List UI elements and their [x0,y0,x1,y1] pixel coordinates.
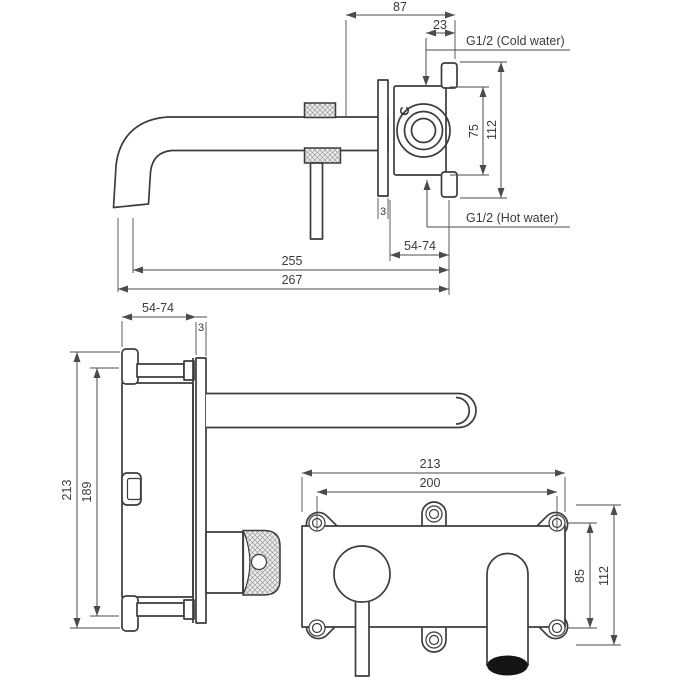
spout-front [486,552,529,666]
dim-87-label: 87 [393,0,407,14]
valve-mark-label: C [397,106,412,116]
handle-knurl-upper [303,102,337,119]
mount-tab-top [121,348,139,385]
fixing-cap-bottom [183,599,195,620]
handle-lever [309,162,324,240]
view-box-side: 54-74 3 213 189 [60,301,477,632]
fixing-cap-top [183,360,195,381]
cold-inlet-fitting [440,62,458,89]
dim-267-label: 267 [282,273,303,287]
dim-plate-label: 3 [380,206,386,218]
fixing-rail-top [136,363,185,378]
dim-189-label: 189 [80,482,94,503]
dim-depth-label: 54-74 [404,239,436,253]
ear-hole [428,508,440,520]
handle-base-front [333,545,391,603]
spout-end-arc [455,396,471,425]
valve-body [393,85,447,176]
spout-profile [112,116,389,209]
cold-water-label: G1/2 (Cold water) [466,34,565,48]
dim-213-label: 213 [420,457,441,471]
dim-255-label: 255 [282,254,303,268]
spout-outlet [487,655,528,676]
dim-112-label: 112 [597,566,611,586]
dim-plate-label: 3 [198,322,204,334]
hot-water-label: G1/2 (Hot water) [466,211,558,225]
dim-85-label: 85 [573,569,587,583]
spout-top-view [206,392,477,429]
handle-stem-front [354,591,370,677]
handle-knurl-lower [303,147,342,164]
handle-lever-hole [250,553,268,571]
dim-75-label: 75 [467,124,481,138]
box-clip-inner [126,477,142,501]
cartridge-circle-mid [403,110,444,151]
ear-hole [551,622,563,634]
cartridge-circle-inner [410,117,437,144]
dim-213-label: 213 [60,480,74,501]
dim-112-label: 112 [485,120,499,140]
ear-hole [428,634,440,646]
dim-200-label: 200 [420,476,441,490]
hot-inlet-fitting [440,171,458,198]
dim-depth-label: 54-74 [142,301,174,315]
handle-cylinder [205,531,244,594]
handle-neck-highlight [242,530,251,595]
mount-tab-bottom [121,595,139,632]
dim-23-label: 23 [433,18,447,32]
fixing-rail-bottom [136,602,185,617]
view-tap-side: C 87 23 G1/2 (Cold water) G1/2 (Hot wate… [112,0,570,295]
cartridge-circle-outer [396,103,451,158]
wall-plate [377,79,389,197]
wall-plate-side [195,357,207,624]
view-box-front: 213 200 85 112 [301,457,621,677]
ear-hole [311,622,323,634]
